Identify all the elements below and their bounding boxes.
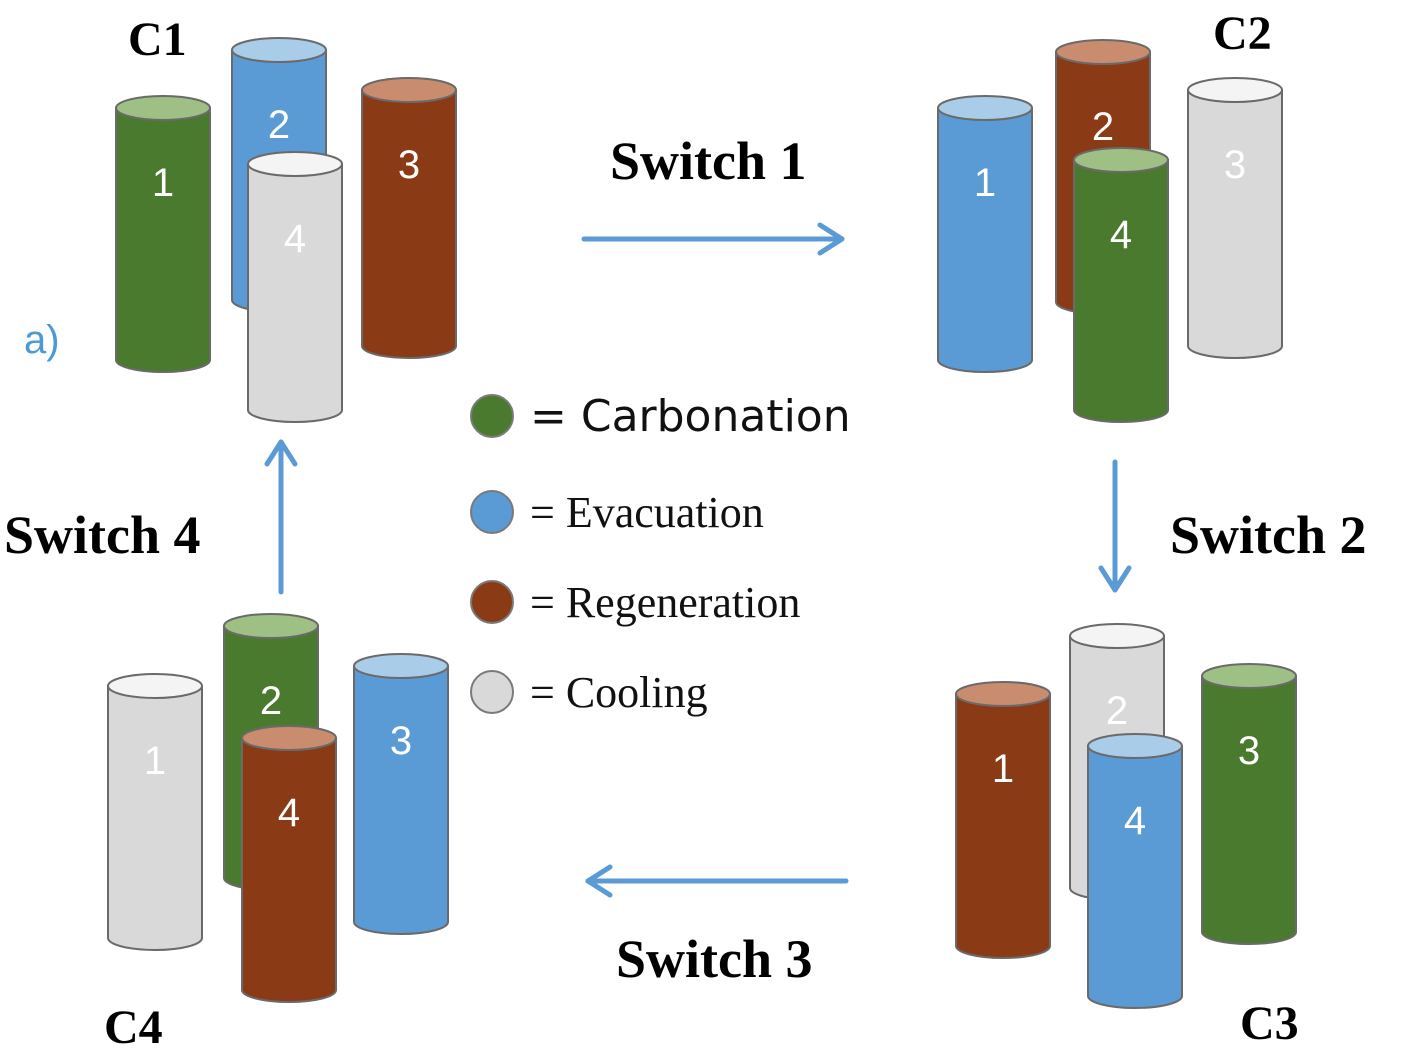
column-number: 3: [1224, 143, 1246, 187]
column-body: [1073, 159, 1169, 423]
column-4-carbonation: 4: [1073, 147, 1169, 423]
column-top: [231, 37, 327, 63]
regeneration-swatch: [470, 580, 514, 624]
cooling-swatch: [470, 670, 514, 714]
column-number: 4: [1110, 213, 1132, 257]
column-number: 2: [1106, 689, 1128, 733]
column-body: [107, 685, 203, 951]
config-c3: 2 1 3 4: [955, 623, 1297, 1009]
legend-item-cooling: = Cooling: [470, 664, 708, 720]
column-4-regeneration: 4: [241, 725, 337, 1003]
column-body: [1087, 745, 1183, 1009]
config-c1: 2 1 3 4: [115, 37, 457, 423]
config-label-c1: C1: [128, 13, 187, 66]
column-number: 1: [974, 161, 996, 205]
column-body: [1201, 675, 1297, 945]
column-1-evacuation: 1: [937, 95, 1033, 373]
switch-4-arrow: [264, 439, 298, 595]
column-top: [1055, 39, 1151, 65]
column-body: [241, 737, 337, 1003]
column-body: [955, 693, 1051, 959]
legend-label: = Regeneration: [530, 577, 801, 627]
column-3-evacuation: 3: [353, 653, 449, 935]
evacuation-swatch: [470, 490, 514, 534]
legend-label: = Evacuation: [530, 487, 764, 537]
column-top: [353, 653, 449, 679]
panel-label: a): [24, 318, 60, 362]
config-c4: 2 1 3 4: [107, 613, 449, 1003]
column-4-evacuation: 4: [1087, 733, 1183, 1009]
column-top: [115, 95, 211, 121]
config-label-c2: C2: [1213, 7, 1272, 60]
column-number: 3: [398, 143, 420, 187]
column-top: [107, 673, 203, 699]
column-body: [361, 89, 457, 359]
column-number: 3: [390, 719, 412, 763]
column-number: 1: [992, 747, 1014, 791]
legend-item-regeneration: = Regeneration: [470, 574, 800, 630]
column-top: [247, 151, 343, 177]
column-top: [955, 681, 1051, 707]
column-top: [1073, 147, 1169, 173]
column-top: [223, 613, 319, 639]
column-1-carbonation: 1: [115, 95, 211, 373]
column-4-cooling: 4: [247, 151, 343, 423]
column-top: [1201, 663, 1297, 689]
config-c2: 2 1 3 4: [937, 39, 1283, 423]
column-top: [241, 725, 337, 751]
column-number: 4: [1124, 799, 1146, 843]
column-1-regeneration: 1: [955, 681, 1051, 959]
column-number: 1: [144, 739, 166, 783]
switch-label-1: Switch 1: [610, 131, 807, 191]
column-top: [1187, 77, 1283, 103]
switch-1-arrow: [581, 222, 845, 256]
column-top: [361, 77, 457, 103]
column-number: 4: [284, 217, 306, 261]
column-body: [1187, 89, 1283, 359]
legend-label: = Carbonation: [530, 390, 851, 442]
column-number: 4: [278, 791, 300, 835]
config-label-c3: C3: [1240, 997, 1299, 1050]
column-body: [353, 665, 449, 935]
switch-2-arrow: [1098, 459, 1132, 593]
legend-item-carbonation: = Carbonation: [470, 388, 851, 444]
column-number: 2: [260, 679, 282, 723]
legend-item-evacuation: = Evacuation: [470, 484, 764, 540]
carbonation-swatch: [470, 394, 514, 438]
column-number: 2: [268, 103, 290, 147]
column-3-carbonation: 3: [1201, 663, 1297, 945]
column-3-regeneration: 3: [361, 77, 457, 359]
column-body: [937, 107, 1033, 373]
column-top: [1087, 733, 1183, 759]
switch-3-arrow: [585, 864, 849, 898]
column-3-cooling: 3: [1187, 77, 1283, 359]
column-top: [1069, 623, 1165, 649]
switch-label-4: Switch 4: [4, 505, 201, 565]
column-body: [247, 163, 343, 423]
column-number: 1: [152, 161, 174, 205]
column-1-cooling: 1: [107, 673, 203, 951]
legend-label: = Cooling: [530, 667, 708, 717]
column-body: [115, 107, 211, 373]
column-number: 2: [1092, 105, 1114, 149]
column-top: [937, 95, 1033, 121]
column-number: 3: [1238, 729, 1260, 773]
config-label-c4: C4: [104, 1001, 163, 1054]
switch-label-3: Switch 3: [616, 929, 813, 989]
switch-label-2: Switch 2: [1170, 505, 1367, 565]
